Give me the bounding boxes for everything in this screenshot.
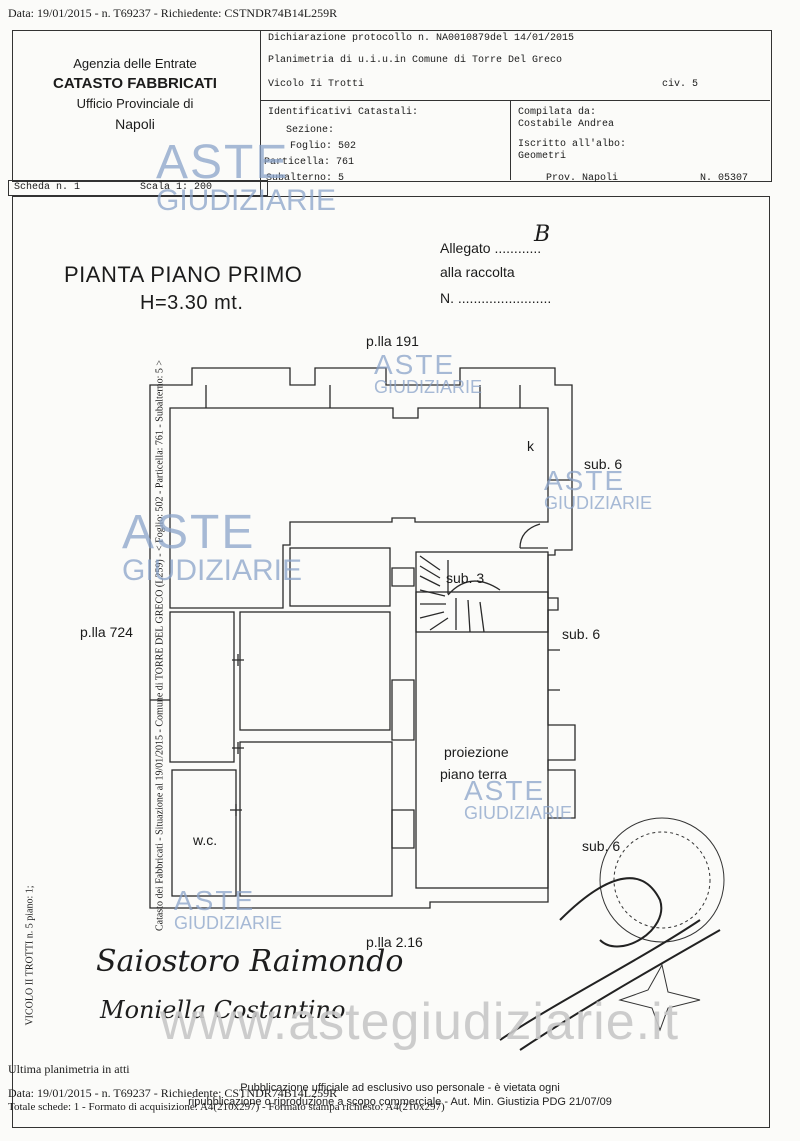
compiler-albo: Iscritto all'albo: xyxy=(518,139,627,150)
watermark-aste-bottom: ASTE GIUDIZIARIE xyxy=(174,885,283,933)
header-divider xyxy=(510,100,511,180)
room-wc xyxy=(171,769,237,897)
stamp-circle xyxy=(599,817,725,943)
identifiers-particella: Particella: 761 xyxy=(264,157,355,168)
label-proiezione: proiezione xyxy=(444,744,509,760)
office-block: Agenzia delle Entrate CATASTO FABBRICATI… xyxy=(14,34,256,174)
cross-marks xyxy=(230,654,244,816)
room-small xyxy=(289,547,391,607)
allegato-number: N. ........................ xyxy=(440,290,552,306)
header-divider xyxy=(260,30,261,195)
stamp-inner-circle xyxy=(613,831,711,929)
compiler-heading: Compilata da: xyxy=(518,107,597,118)
watermark-aste-left: ASTE GIUDIZIARIE xyxy=(122,506,303,587)
footer-notice: Pubblicazione ufficiale ad esclusivo uso… xyxy=(170,1081,630,1109)
watermark-aste-plan-top: ASTE GIUDIZIARIE xyxy=(374,349,483,397)
declaration-street: Vicolo Ii Trotti xyxy=(268,79,365,90)
allegato-letter: B xyxy=(534,222,551,247)
compiler-name: Costabile Andrea xyxy=(518,119,615,130)
scheda-number: Scheda n. 1 xyxy=(14,182,81,193)
label-sub6-mid: sub. 6 xyxy=(562,626,601,642)
scheda-scale: Scala 1: 200 xyxy=(140,182,213,193)
declaration-protocol: Dichiarazione protocollo n. NA0010879del… xyxy=(268,33,575,44)
label-plla-216: p.lla 2.16 xyxy=(366,934,423,950)
top-request-line: Data: 19/01/2015 - n. T69237 - Richieden… xyxy=(8,6,338,20)
north-arrow xyxy=(618,963,701,1032)
label-plla-191: p.lla 191 xyxy=(366,333,419,349)
footer-notice-line2: ripubblicazione o riproduzione a scopo c… xyxy=(188,1096,612,1108)
plan-title: PIANTA PIANO PRIMO xyxy=(64,262,303,287)
label-kitchen: k xyxy=(527,438,534,454)
office-ufficio: Ufficio Provinciale di xyxy=(76,96,194,111)
label-sub3: sub. 3 xyxy=(446,570,485,586)
signature-1: Saiostoro Raimondo xyxy=(96,944,404,979)
identifiers-subalterno: Subalterno: 5 xyxy=(266,173,345,184)
footer-totale: Totale schede: 1 - Formato di acquisizio… xyxy=(8,1101,445,1113)
watermark-aste-right: ASTE GIUDIZIARIE xyxy=(544,465,653,513)
label-sub6-bottom: sub. 6 xyxy=(582,838,621,854)
declaration-civ: civ. 5 xyxy=(662,79,699,90)
wall-details xyxy=(150,385,572,701)
identifiers-sezione: Sezione: xyxy=(286,125,335,136)
label-plla-724: p.lla 724 xyxy=(80,624,133,640)
room-center xyxy=(239,611,391,731)
label-sub6-top: sub. 6 xyxy=(584,456,623,472)
label-wc: w.c. xyxy=(193,832,218,848)
office-city: Napoli xyxy=(115,116,155,132)
compiler-prov: Prov. Napoli xyxy=(546,173,619,184)
footer-notice-line1: Pubblicazione ufficiale ad esclusivo uso… xyxy=(240,1082,560,1094)
outer-wall xyxy=(149,367,576,909)
signature-stroke xyxy=(499,877,721,1051)
identifiers-foglio: Foglio: 502 xyxy=(290,141,357,152)
stair-steps xyxy=(419,555,501,633)
compiler-albo-value: Geometri xyxy=(518,151,567,162)
header-divider xyxy=(260,100,770,101)
label-piano-terra: piano terra xyxy=(440,766,507,782)
stair-box xyxy=(415,551,549,633)
watermark-aste-top: ASTE GIUDIZIARIE xyxy=(156,136,337,217)
scheda-box xyxy=(8,180,268,196)
header-frame xyxy=(12,30,772,182)
inner-wall xyxy=(169,407,549,609)
drawing-frame xyxy=(12,196,770,1128)
allegato-line: Allegato ............ xyxy=(440,240,542,256)
declaration-plan: Planimetria di u.i.u.in Comune di Torre … xyxy=(268,55,563,66)
room-lower xyxy=(239,741,393,897)
watermark-site: www.astegiudiziarie.it xyxy=(160,993,680,1051)
footer-last-plan: Ultima planimetria in atti xyxy=(8,1062,130,1076)
office-catasto: CATASTO FABBRICATI xyxy=(53,75,217,92)
footer-data: Data: 19/01/2015 - n. T69237 - Richieden… xyxy=(8,1086,338,1100)
door-mark xyxy=(391,523,548,849)
room-left-top xyxy=(169,611,235,763)
plan-height: H=3.30 mt. xyxy=(140,292,244,314)
compiler-number: N. 05307 xyxy=(700,173,749,184)
projection-area xyxy=(415,591,549,889)
identifiers-heading: Identificativi Catastali: xyxy=(268,107,419,118)
signature-2: Moniella Costantino xyxy=(100,996,346,1024)
watermark-aste-center: ASTE GIUDIZIARIE xyxy=(464,775,573,823)
allegato-raccolta: alla raccolta xyxy=(440,264,515,280)
office-agency: Agenzia delle Entrate xyxy=(73,56,197,71)
